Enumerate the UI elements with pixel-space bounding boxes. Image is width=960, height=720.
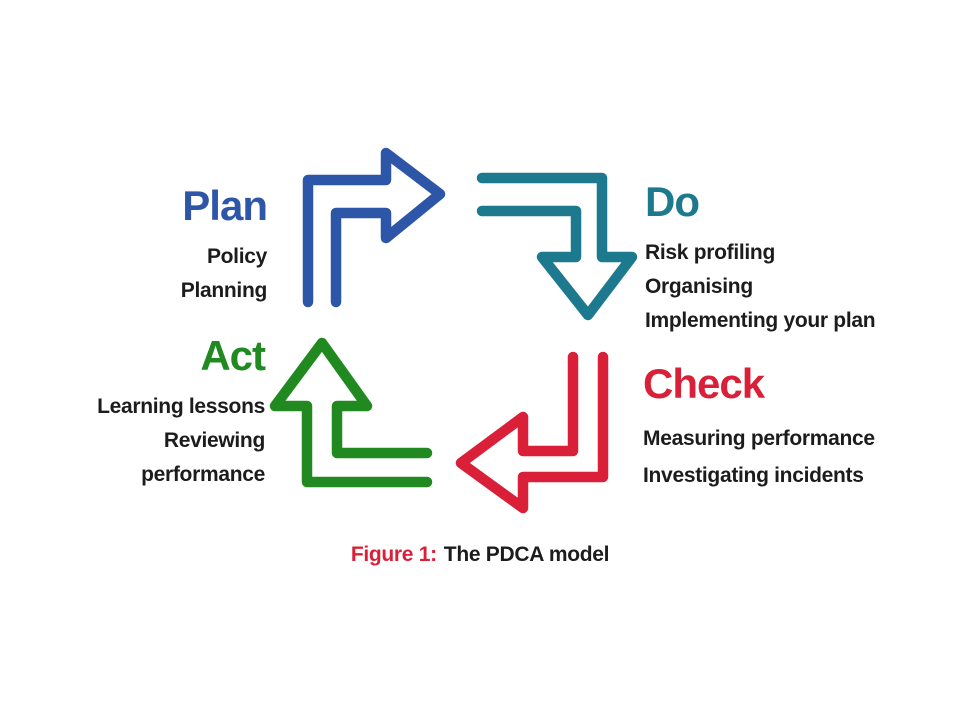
act-items: Learning lessons Reviewing performance	[97, 390, 265, 492]
plan-section: Plan Policy Planning	[180, 182, 268, 308]
bent-arrow-turn-left-icon	[455, 351, 609, 514]
check-section: Check Measuring performance Investigatin…	[643, 362, 875, 494]
plan-items: Policy Planning	[180, 240, 268, 308]
act-item: performance	[141, 463, 265, 486]
check-item: Measuring performance	[643, 427, 875, 450]
figure-caption-label: Figure 1:	[350, 543, 437, 566]
do-item: Organising	[645, 275, 753, 298]
act-section: Act Learning lessons Reviewing performan…	[97, 332, 266, 492]
plan-heading: Plan	[182, 182, 268, 229]
do-items: Risk profiling Organising Implementing y…	[645, 236, 876, 338]
check-items: Measuring performance Investigating inci…	[643, 420, 875, 494]
act-item: Learning lessons	[97, 395, 265, 418]
bent-arrow-turn-up-icon	[269, 337, 433, 488]
act-item: Reviewing	[163, 429, 265, 452]
check-heading: Check	[643, 360, 765, 407]
do-heading: Do	[645, 178, 700, 225]
do-item: Risk profiling	[645, 241, 775, 264]
do-item: Implementing your plan	[645, 309, 876, 332]
figure-caption: Figure 1: The PDCA model	[0, 543, 960, 567]
plan-item: Planning	[180, 279, 268, 302]
act-heading: Act	[200, 332, 266, 379]
check-item: Investigating incidents	[643, 464, 864, 487]
bent-arrow-turn-down-icon	[476, 172, 638, 321]
figure-caption-title: The PDCA model	[443, 543, 610, 566]
bent-arrow-turn-right-icon	[302, 147, 446, 308]
do-section: Do Risk profiling Organising Implementin…	[645, 178, 876, 338]
plan-item: Policy	[206, 245, 267, 268]
